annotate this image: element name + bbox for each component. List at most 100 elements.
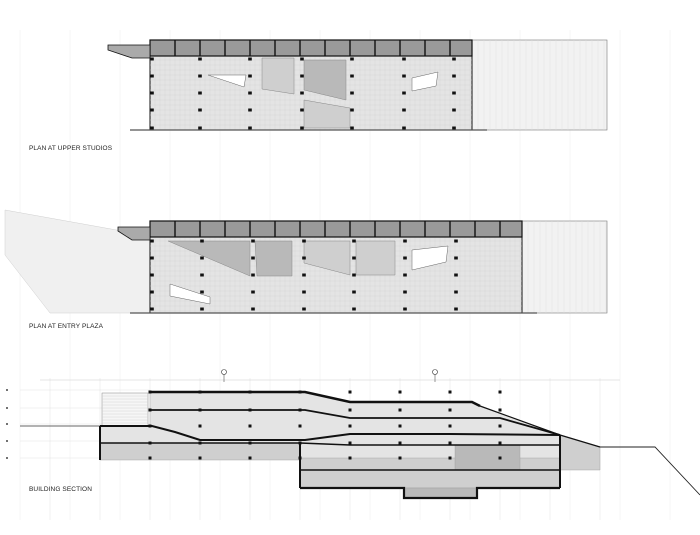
column: [402, 74, 406, 78]
floor-slab: [150, 409, 561, 436]
column: [251, 256, 255, 260]
column: [402, 57, 406, 61]
column: [403, 256, 407, 260]
level-marker-icon: [6, 440, 8, 442]
column: [452, 126, 456, 130]
section-column: [148, 424, 152, 428]
atrium-void: [411, 245, 449, 271]
column: [300, 108, 304, 112]
column: [454, 307, 458, 311]
column: [403, 273, 407, 277]
section-column: [248, 441, 252, 445]
column: [150, 126, 154, 130]
column: [403, 290, 407, 294]
title-upper-studios: PLAN AT UPPER STUDIOS: [29, 145, 113, 152]
column: [200, 290, 204, 294]
column: [452, 108, 456, 112]
service-core-strip: [149, 220, 523, 238]
level-marker-icon: [6, 407, 8, 409]
column: [302, 239, 306, 243]
section-column: [148, 390, 152, 394]
section-fill: [454, 444, 521, 471]
annex-block: [521, 220, 608, 314]
column: [302, 273, 306, 277]
section-column: [448, 456, 452, 460]
section-column: [248, 408, 252, 412]
section-column: [198, 456, 202, 460]
column: [198, 57, 202, 61]
column: [248, 126, 252, 130]
level-marker-icon: [6, 389, 8, 391]
atrium-void: [169, 283, 211, 305]
room: [303, 59, 347, 101]
column: [300, 91, 304, 95]
column: [352, 290, 356, 294]
column: [352, 256, 356, 260]
column: [150, 91, 154, 95]
section-column: [298, 441, 302, 445]
column: [452, 74, 456, 78]
annex-block: [471, 39, 608, 131]
stair-tower: [101, 392, 149, 427]
column: [248, 91, 252, 95]
column: [300, 57, 304, 61]
section-column: [298, 408, 302, 412]
column: [300, 74, 304, 78]
column: [198, 126, 202, 130]
column: [150, 307, 154, 311]
column: [452, 57, 456, 61]
column: [302, 307, 306, 311]
section-column: [448, 390, 452, 394]
section-column: [248, 424, 252, 428]
column: [454, 239, 458, 243]
column: [150, 290, 154, 294]
room: [303, 99, 351, 129]
column: [198, 108, 202, 112]
column: [454, 290, 458, 294]
section-fill: [299, 457, 561, 489]
column: [402, 108, 406, 112]
floor-slab: [150, 390, 481, 408]
floor-slab: [100, 425, 561, 441]
section-column: [248, 390, 252, 394]
column: [403, 239, 407, 243]
section-column: [198, 441, 202, 445]
section-column: [448, 424, 452, 428]
section-fill: [559, 434, 601, 471]
entry-ramp: [107, 44, 151, 59]
section-marker-icon: [432, 369, 438, 375]
column: [150, 108, 154, 112]
column: [350, 91, 354, 95]
column: [452, 91, 456, 95]
section-column: [348, 390, 352, 394]
section-column: [148, 408, 152, 412]
column: [350, 126, 354, 130]
column: [352, 273, 356, 277]
entry-ramp: [117, 226, 151, 241]
column: [403, 307, 407, 311]
section-column: [398, 441, 402, 445]
atrium-void: [411, 71, 439, 92]
section-column: [348, 408, 352, 412]
section-marker-icon: [221, 369, 227, 375]
column: [300, 126, 304, 130]
column: [150, 273, 154, 277]
column: [200, 239, 204, 243]
column: [200, 256, 204, 260]
column: [402, 126, 406, 130]
section-column: [398, 390, 402, 394]
column: [251, 239, 255, 243]
section-column: [198, 390, 202, 394]
section-column: [148, 456, 152, 460]
column: [352, 239, 356, 243]
title-building-section: BUILDING SECTION: [29, 486, 92, 493]
column: [402, 91, 406, 95]
title-entry-plaza: PLAN AT ENTRY PLAZA: [29, 323, 104, 330]
column: [352, 307, 356, 311]
column: [150, 74, 154, 78]
section-column: [498, 408, 502, 412]
section-column: [298, 424, 302, 428]
room: [261, 57, 295, 95]
column: [200, 273, 204, 277]
